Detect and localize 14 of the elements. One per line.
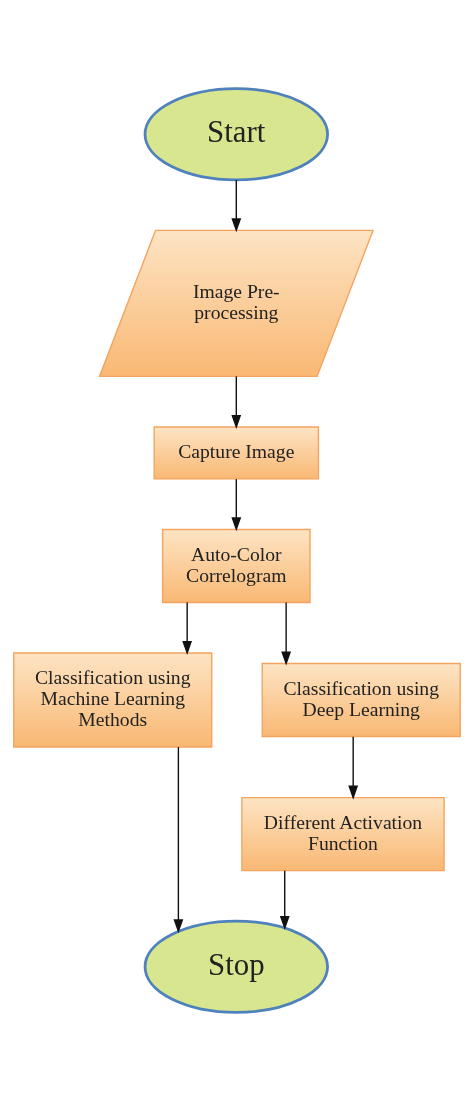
arrow xyxy=(231,477,242,531)
node-box: Capture Image xyxy=(153,425,320,480)
node-ellipse: Start xyxy=(143,86,329,181)
node-box: Auto-Color Correlogram xyxy=(161,528,311,603)
arrow xyxy=(173,745,184,933)
node-box: Classification using Deep Learning xyxy=(261,662,461,737)
arrow xyxy=(279,869,290,930)
arrow xyxy=(182,601,193,655)
arrow xyxy=(231,375,242,429)
arrow xyxy=(281,601,292,666)
arrow xyxy=(348,735,359,800)
node-box: Different Activation Function xyxy=(241,796,445,871)
node-box: Classification using Machine Learning Methods xyxy=(13,651,213,748)
arrow xyxy=(231,178,242,232)
